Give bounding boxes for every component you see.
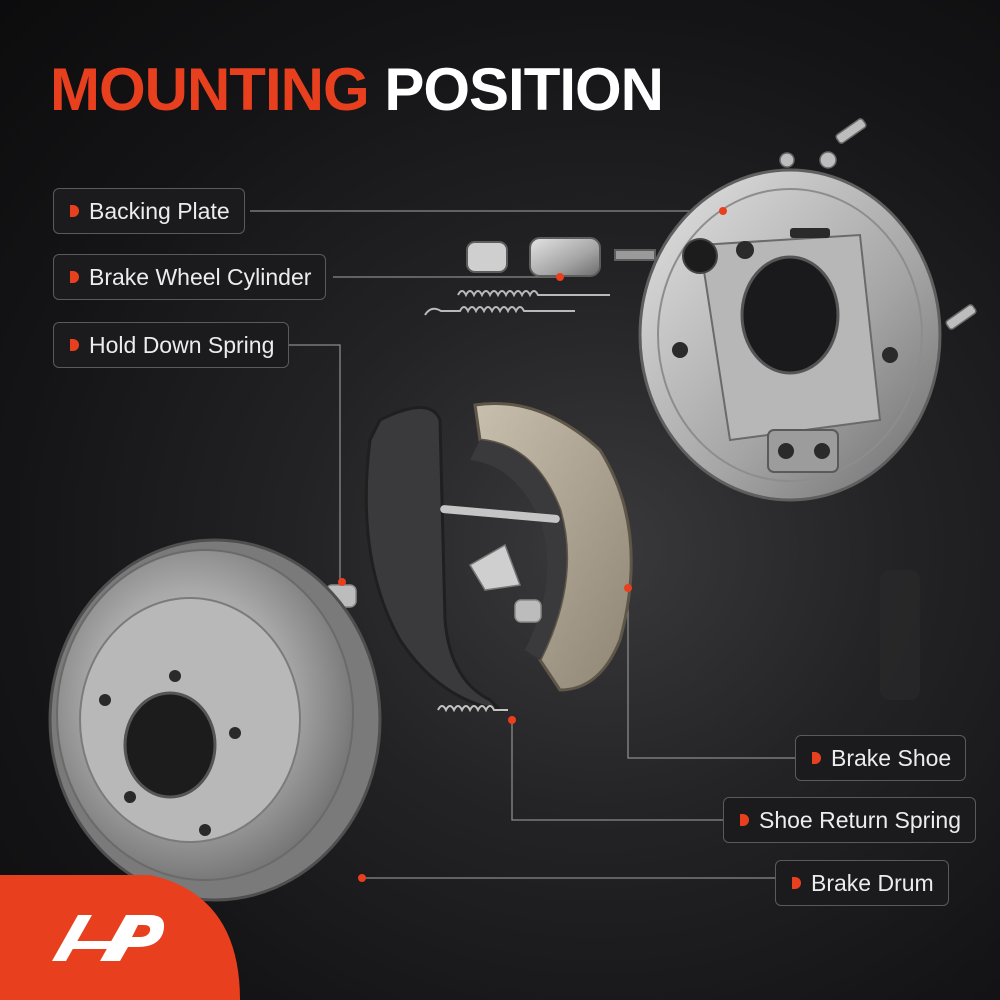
callout-brake-drum-text: Brake Drum (811, 869, 934, 896)
callout-marker-icon (70, 271, 79, 283)
brake-shoe-part (364, 401, 633, 713)
leader-hold-down-spring (266, 344, 341, 580)
leader-shoe-return-spring (511, 722, 723, 821)
title-word-position: POSITION (384, 56, 664, 123)
callout-shoe-return-spring: Shoe Return Spring (723, 797, 977, 843)
wheel-cylinder-part (466, 237, 718, 281)
callout-brake-shoe: Brake Shoe (795, 735, 967, 781)
callout-shoe-return-spring-text: Shoe Return Spring (759, 806, 962, 833)
brake-drum-part (48, 538, 382, 902)
leader-brake-shoe (627, 588, 795, 759)
shoe-return-spring-part (437, 705, 516, 724)
title-word-mounting: MOUNTING (50, 56, 370, 123)
callout-brake-shoe-text: Brake Shoe (831, 744, 952, 771)
callout-brake-drum: Brake Drum (775, 860, 949, 906)
background-wheel-stud (880, 570, 920, 700)
callout-hold-down-spring: Hold Down Spring (53, 322, 290, 368)
callout-backing-plate-text: Backing Plate (89, 197, 230, 224)
callout-hold-down-spring-text: Hold Down Spring (89, 331, 275, 358)
backing-plate-part (638, 168, 942, 502)
callout-backing-plate: Backing Plate (53, 188, 245, 234)
callout-marker-icon (740, 814, 749, 826)
callout-marker-icon (792, 877, 801, 889)
callout-marker-icon (812, 752, 821, 764)
callout-marker-icon (70, 339, 79, 351)
callout-wheel-cylinder-text: Brake Wheel Cylinder (89, 263, 312, 290)
hardware-bolts (779, 118, 977, 330)
leader-lines (250, 210, 795, 879)
adjuster-springs (424, 290, 610, 316)
page-title: MOUNTING POSITION (50, 60, 664, 120)
brand-logo-icon (0, 875, 240, 1000)
callout-marker-icon (70, 205, 79, 217)
callout-brake-wheel-cylinder: Brake Wheel Cylinder (53, 254, 327, 300)
